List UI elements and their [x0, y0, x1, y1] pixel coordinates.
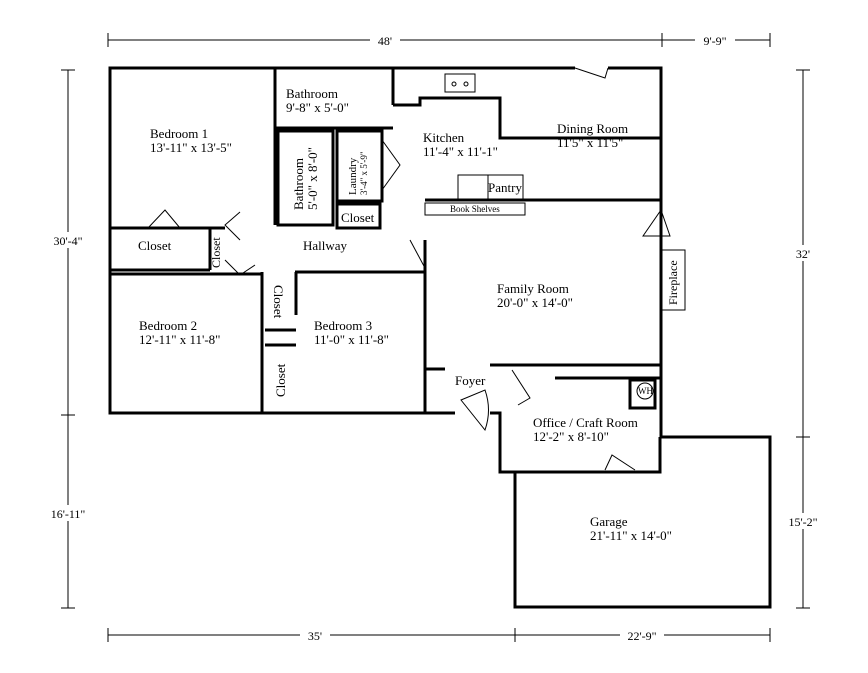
- pantry-label: Pantry: [488, 180, 522, 195]
- room-name-bathroom2: Bathroom: [291, 158, 306, 210]
- room-name-bedroom3: Bedroom 3: [314, 318, 372, 333]
- fireplace: [659, 249, 686, 311]
- water-heater-label: WH: [638, 386, 653, 396]
- kitchen-sink: [444, 73, 476, 93]
- water-heater-icon: [636, 382, 654, 400]
- room-name-office: Office / Craft Room: [533, 415, 638, 430]
- walls: [108, 66, 772, 609]
- room-size-bathroom2: 5'-0" x 8'-0": [305, 147, 320, 210]
- dim-bottom-left: 35': [308, 629, 322, 643]
- room-size-laundry: 3'-4" x 5'-9": [359, 151, 369, 195]
- room-name-bedroom2: Bedroom 2: [139, 318, 197, 333]
- hallway-label: Hallway: [303, 238, 348, 253]
- room-size-kitchen: 11'-4" x 11'-1": [423, 144, 498, 159]
- room-name-dining: Dining Room: [557, 121, 628, 136]
- dim-left-upper: 30'-4": [53, 234, 82, 248]
- room-name-bathroom1: Bathroom: [286, 86, 338, 101]
- foyer-label: Foyer: [455, 373, 486, 388]
- closet-label: Closet: [209, 237, 223, 268]
- book-shelves-label: Book Shelves: [450, 204, 500, 214]
- room-name-kitchen: Kitchen: [423, 130, 465, 145]
- dim-right-lower: 15'-2": [788, 515, 817, 529]
- dim-bottom-right: 22'-9": [627, 629, 656, 643]
- room-size-bedroom2: 12'-11" x 11'-8": [139, 332, 221, 347]
- closet-label: Closet: [273, 363, 288, 397]
- doors: [147, 67, 671, 471]
- room-name-bedroom1: Bedroom 1: [150, 126, 208, 141]
- fireplace-label: Fireplace: [666, 260, 680, 305]
- room-size-family: 20'-0" x 14'-0": [497, 295, 573, 310]
- room-name-family: Family Room: [497, 281, 569, 296]
- room-size-garage: 21'-11" x 14'-0": [590, 528, 672, 543]
- dim-top-main: 48': [378, 34, 392, 48]
- dim-right-upper: 32': [796, 247, 810, 261]
- room-size-bathroom1: 9'-8" x 5'-0": [286, 100, 349, 115]
- dim-left-lower: 16'-11": [51, 507, 86, 521]
- dim-top-right: 9'-9": [703, 34, 726, 48]
- room-size-bedroom3: 11'-0" x 11'-8": [314, 332, 389, 347]
- room-size-bedroom1: 13'-11" x 13'-5": [150, 140, 232, 155]
- book-shelves: [424, 202, 526, 216]
- closet-label: Closet: [271, 285, 286, 319]
- room-name-garage: Garage: [590, 514, 628, 529]
- room-size-dining: 11'5" x 11'5": [557, 135, 623, 150]
- closet-label: Closet: [341, 210, 375, 225]
- closet-label: Closet: [138, 238, 172, 253]
- room-name-laundry: Laundry: [347, 157, 359, 195]
- room-size-office: 12'-2" x 8'-10": [533, 429, 609, 444]
